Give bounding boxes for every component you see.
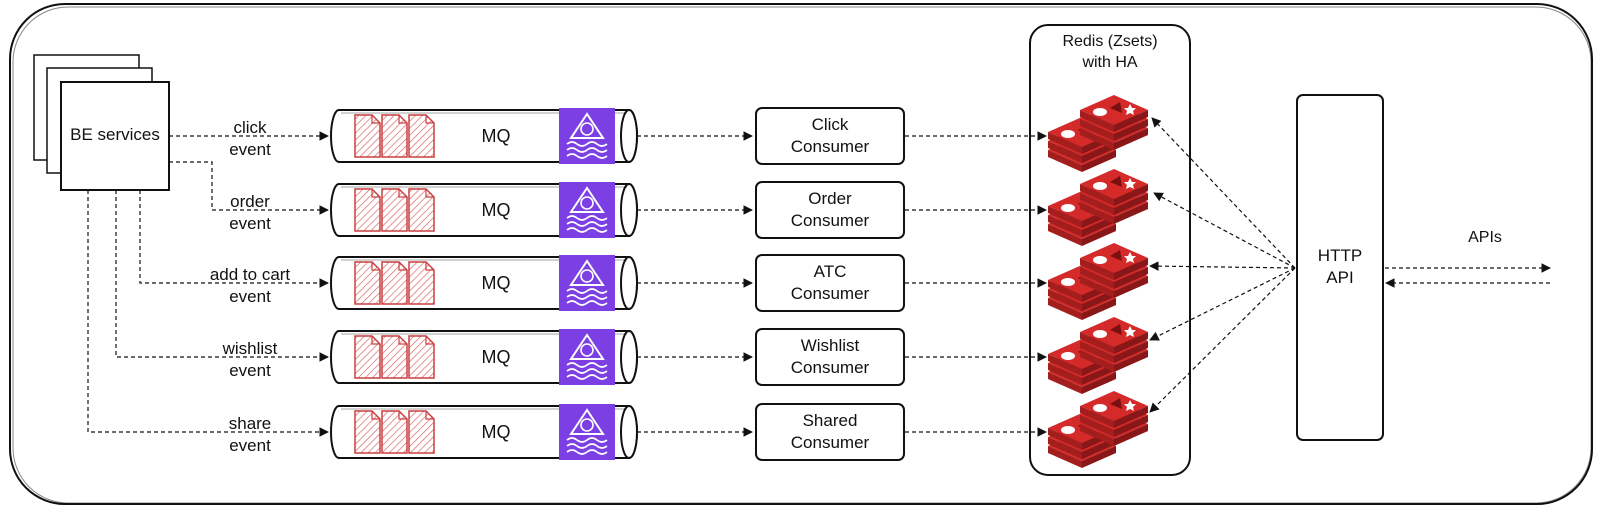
mq-label: MQ <box>482 273 511 293</box>
mq-queue: MQ <box>330 182 638 238</box>
api-to-redis-arrow <box>1153 192 1296 269</box>
event-row: MQ <box>169 161 1047 239</box>
message-doc-icon <box>381 335 408 379</box>
api-to-redis-arrow <box>1151 117 1296 269</box>
event-label: wishlist event <box>222 339 278 380</box>
event-row: MQ <box>87 190 1047 461</box>
consumer-box <box>755 181 905 239</box>
message-doc-icon <box>381 114 408 158</box>
redis-icon <box>1048 317 1148 394</box>
api-to-redis-arrow <box>1149 267 1296 413</box>
consumer-label: Wishlist Consumer <box>790 336 870 377</box>
redis-icon <box>1048 391 1148 468</box>
redis-icon <box>1048 95 1148 172</box>
consumer-box <box>755 328 905 386</box>
redis-container <box>1029 24 1191 476</box>
message-doc-icon <box>408 188 435 232</box>
message-doc-icon <box>408 335 435 379</box>
event-label: add to cart event <box>209 265 291 306</box>
message-doc-icon <box>354 188 381 232</box>
kafka-icon <box>559 182 615 238</box>
mq-label: MQ <box>482 347 511 367</box>
kafka-icon <box>559 404 615 460</box>
mq-queue: MQ <box>330 108 638 164</box>
mq-label: MQ <box>482 126 511 146</box>
event-row: MQ <box>169 107 1047 165</box>
consumer-box <box>755 254 905 312</box>
event-row: MQ <box>139 190 1047 312</box>
consumer-label: Order Consumer <box>790 189 870 230</box>
message-doc-icon <box>354 410 381 454</box>
message-doc-icon <box>381 410 408 454</box>
mq-label: MQ <box>482 422 511 442</box>
event-arrow <box>169 161 329 215</box>
apis-label: APIs <box>1468 229 1502 246</box>
mq-queue: MQ <box>330 404 638 460</box>
consumer-box <box>755 107 905 165</box>
consumer-label: Click Consumer <box>790 115 870 156</box>
kafka-icon <box>559 255 615 311</box>
redis-icon <box>1048 243 1148 320</box>
kafka-icon <box>559 108 615 164</box>
message-doc-icon <box>408 410 435 454</box>
event-arrow <box>115 190 329 362</box>
consumer-box <box>755 403 905 461</box>
redis-icon <box>1048 169 1148 246</box>
mq-queue: MQ <box>330 329 638 385</box>
redis-title: Redis (Zsets) with HA <box>1062 33 1158 71</box>
kafka-icon <box>559 329 615 385</box>
consumer-label: Shared Consumer <box>790 411 870 452</box>
http-api-box <box>1296 94 1384 441</box>
event-label: click event <box>229 118 271 159</box>
message-doc-icon <box>408 261 435 305</box>
message-doc-icon <box>381 188 408 232</box>
outer-container <box>9 3 1593 505</box>
message-doc-icon <box>408 114 435 158</box>
api-to-redis-arrow <box>1149 261 1296 271</box>
message-doc-icon <box>354 114 381 158</box>
event-label: order event <box>229 192 271 233</box>
event-arrow <box>87 190 329 437</box>
event-arrow <box>139 190 329 288</box>
consumer-label: ATC Consumer <box>790 262 870 303</box>
be-services-label: BE services <box>70 125 160 144</box>
mq-label: MQ <box>482 200 511 220</box>
message-doc-icon <box>354 261 381 305</box>
event-label: share event <box>228 414 272 455</box>
message-doc-icon <box>381 261 408 305</box>
mq-queue: MQ <box>330 255 638 311</box>
message-doc-icon <box>354 335 381 379</box>
api-to-redis-arrow <box>1149 267 1296 341</box>
event-row: MQ <box>115 190 1047 386</box>
be-services-stack <box>33 54 170 191</box>
http-api-label: HTTP API <box>1317 246 1363 287</box>
